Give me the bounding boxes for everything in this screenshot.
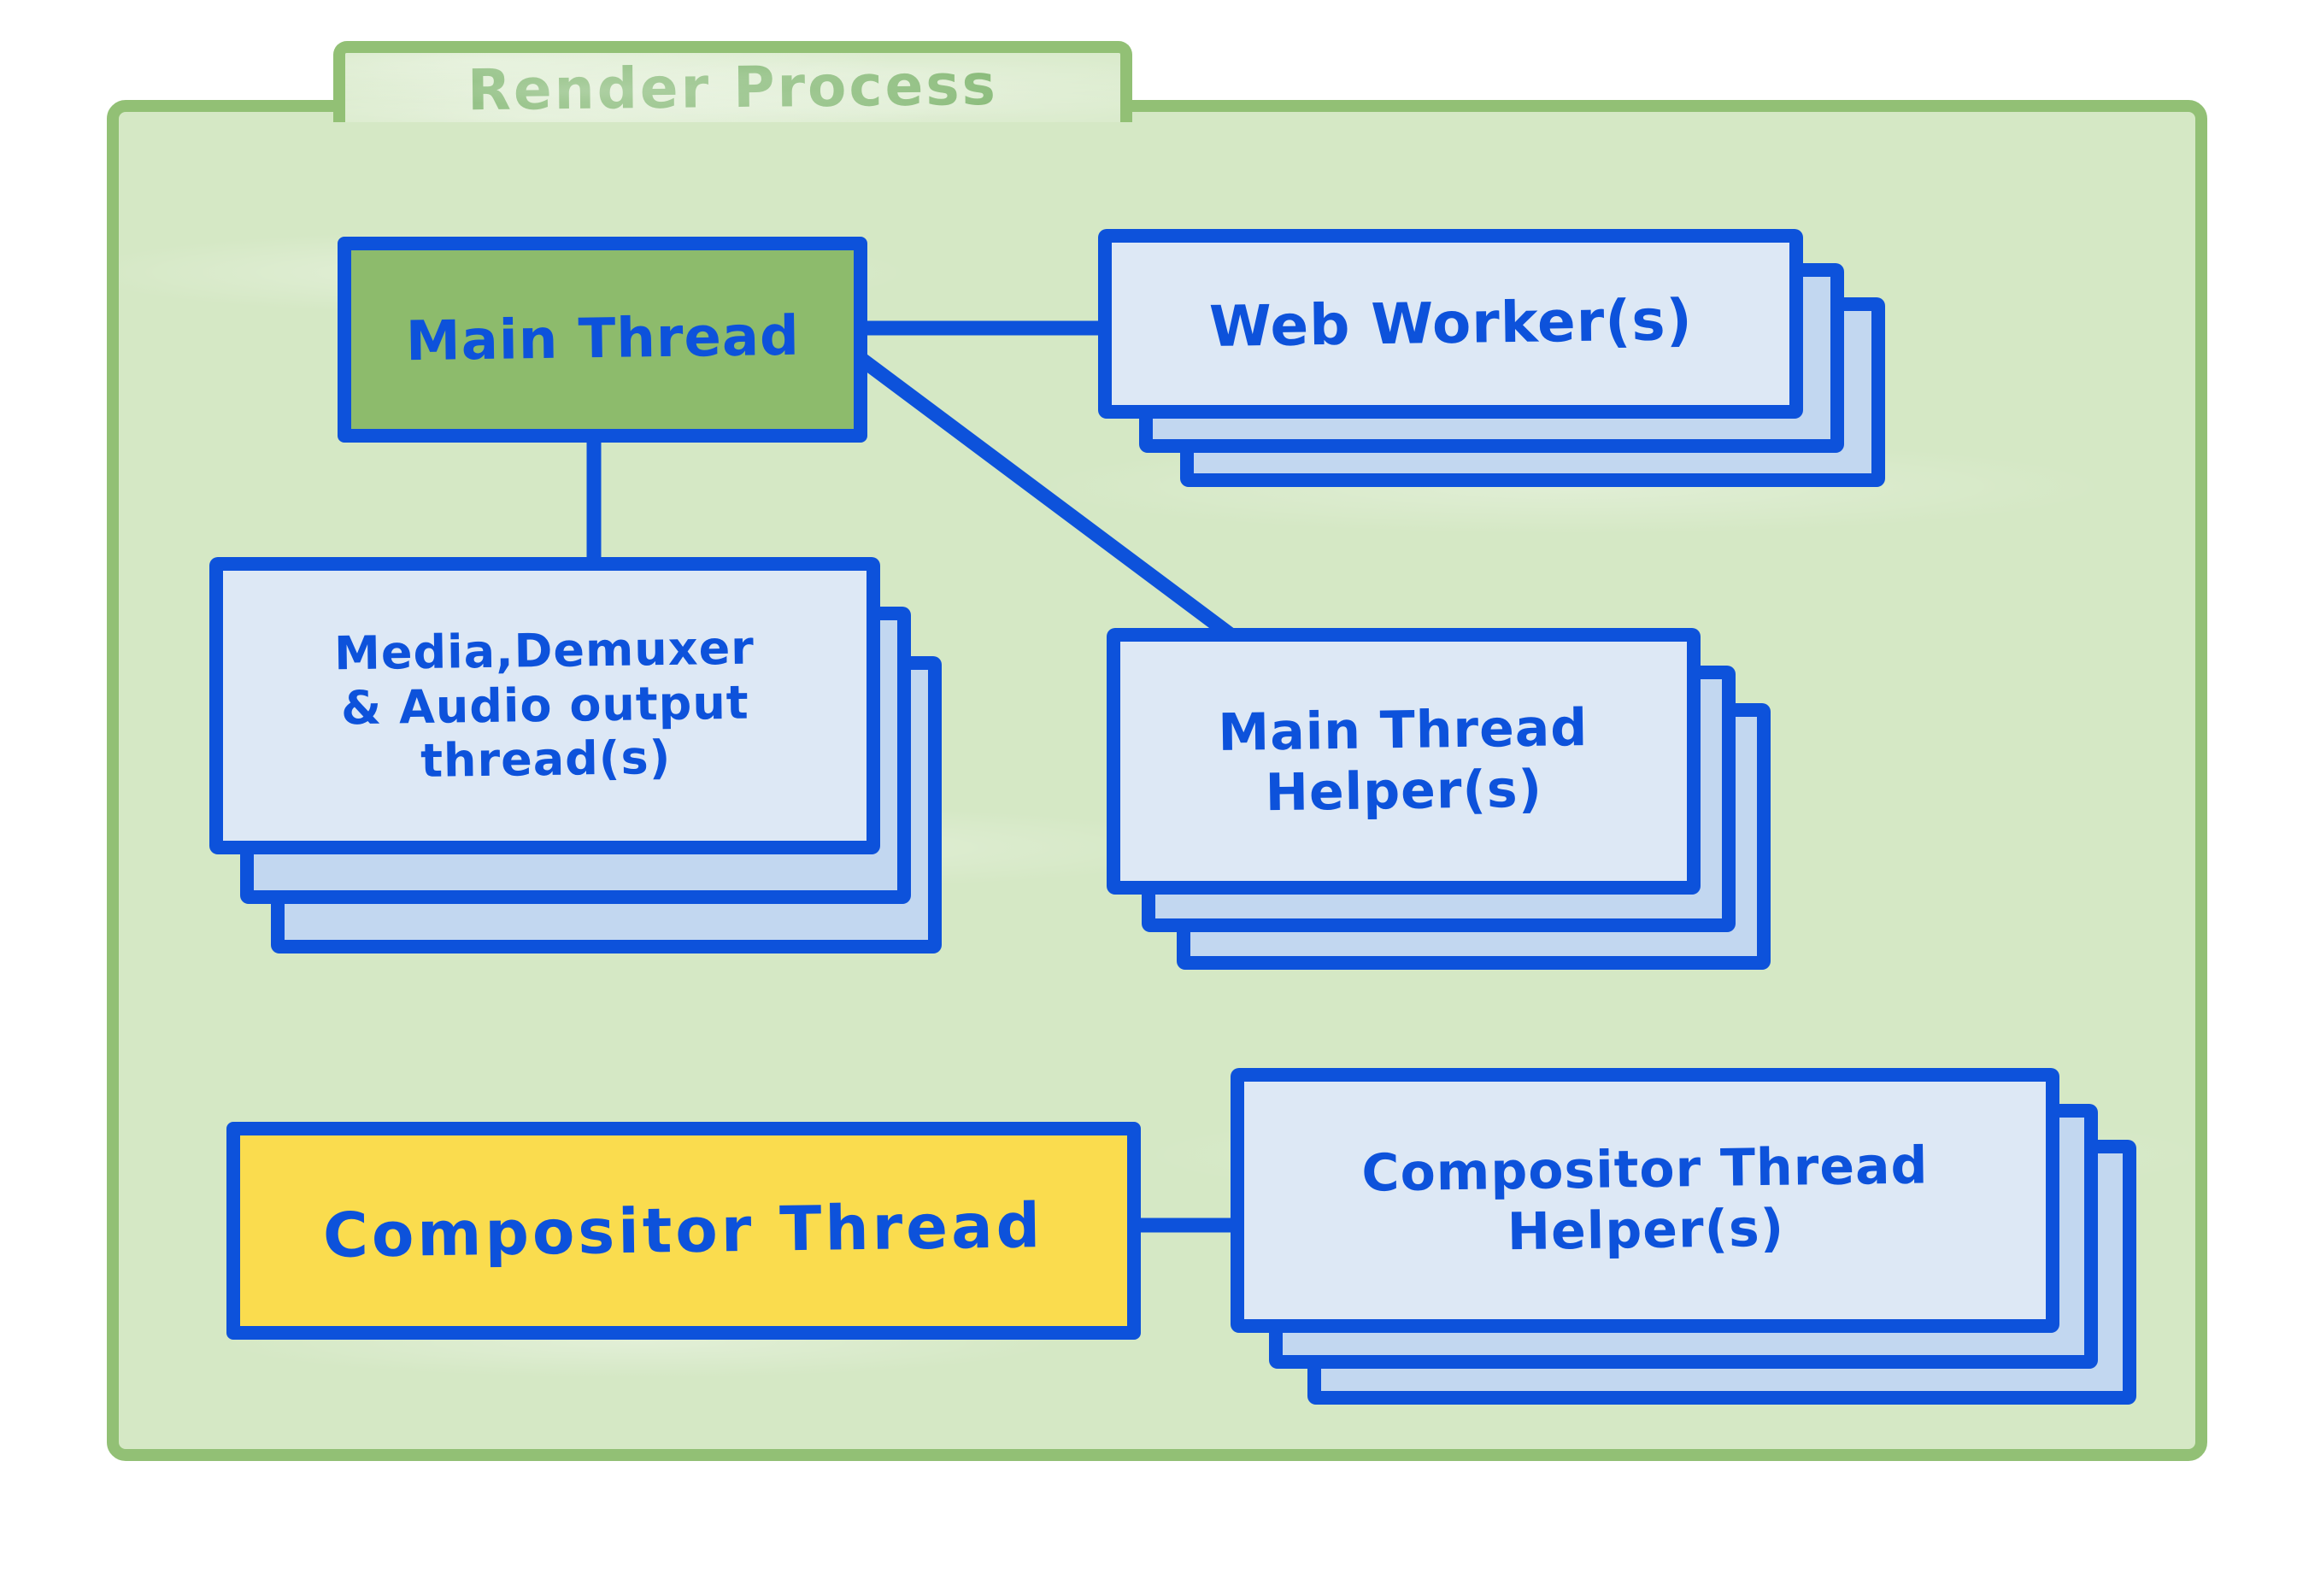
stack-card-front: Web Worker(s) bbox=[1098, 229, 1803, 419]
connector-main-thread-main-thread-helpers bbox=[849, 347, 1251, 653]
stack-card-front: Compositor Thread Helper(s) bbox=[1231, 1068, 2059, 1333]
diagram-title: Render Process bbox=[467, 51, 999, 124]
stack-card-front: Media,Demuxer & Audio output thread(s) bbox=[209, 557, 880, 854]
web-workers-label: Web Worker(s) bbox=[1208, 287, 1693, 361]
media-threads-label: Media,Demuxer & Audio output thread(s) bbox=[333, 620, 755, 789]
stack-card-front: Main Thread Helper(s) bbox=[1107, 628, 1701, 895]
compositor-thread-helpers-label: Compositor Thread Helper(s) bbox=[1360, 1135, 1929, 1263]
node-main-thread: Main Thread bbox=[338, 237, 867, 443]
node-compositor-thread: Compositor Thread bbox=[226, 1122, 1141, 1340]
render-process-tab: Render Process bbox=[333, 41, 1132, 124]
main-thread-helpers-label: Main Thread Helper(s) bbox=[1218, 698, 1589, 824]
compositor-thread-label: Compositor Thread bbox=[322, 1189, 1045, 1271]
main-thread-label: Main Thread bbox=[405, 304, 800, 373]
